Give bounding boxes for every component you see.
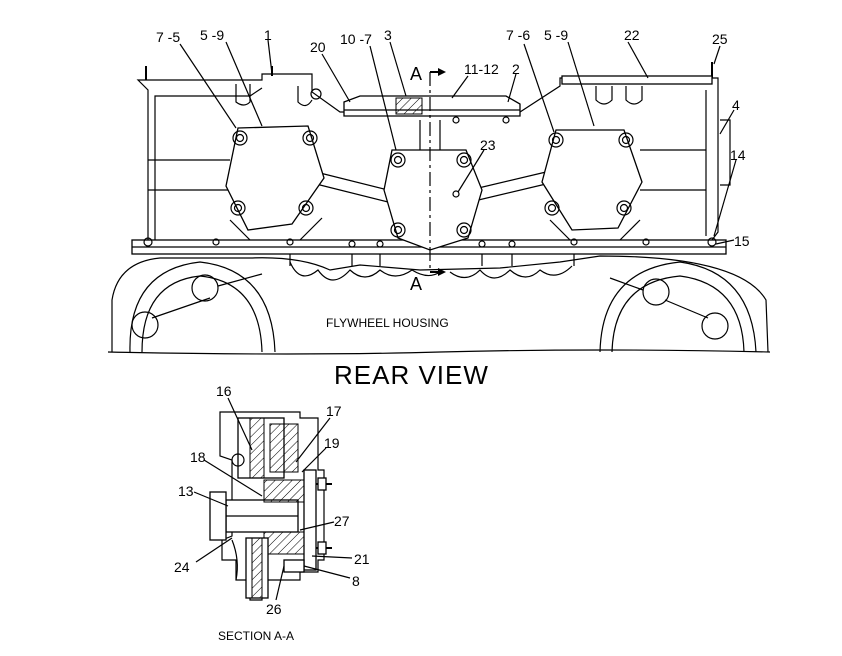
section-mark-top: A <box>410 64 423 84</box>
callout-19: 19 <box>324 435 340 451</box>
callout-4: 4 <box>732 97 740 113</box>
callout-16: 16 <box>216 383 232 399</box>
section-callouts: 16 17 19 18 13 27 24 21 8 26 SECTION A-A <box>174 383 370 643</box>
section-a-a-drawing <box>209 411 332 601</box>
left-cover-plate <box>225 125 325 231</box>
callout-5-9-left: 5 -9 <box>200 27 224 43</box>
callout-18: 18 <box>190 449 206 465</box>
center-cover-plate <box>383 149 483 251</box>
flywheel-housing-outline <box>107 255 771 355</box>
callout-14: 14 <box>730 147 746 163</box>
rear-view-drawing <box>107 39 771 355</box>
section-mark-bottom: A <box>410 274 423 294</box>
right-cover-plate <box>541 129 643 231</box>
callout-2: 2 <box>512 61 520 77</box>
callout-11-12: 11-12 <box>464 61 499 77</box>
callout-5-9-right: 5 -9 <box>544 27 568 43</box>
base-bolts <box>143 237 717 266</box>
section-line-a-a <box>429 68 446 276</box>
callout-24: 24 <box>174 559 190 575</box>
callout-21: 21 <box>354 551 370 567</box>
callout-7-5: 7 -5 <box>156 29 180 45</box>
rear-view-callouts: 7 -5 5 -9 1 20 10 -7 3 11-12 2 7 -6 5 -9… <box>156 27 750 390</box>
callout-17: 17 <box>326 403 342 419</box>
top-center-bracket <box>310 88 521 150</box>
rear-view-title: REAR VIEW <box>334 360 489 390</box>
callout-15: 15 <box>734 233 750 249</box>
gear-case-frame <box>136 62 731 241</box>
callout-1: 1 <box>264 27 272 43</box>
callout-23: 23 <box>480 137 496 153</box>
section-a-a-title: SECTION A-A <box>218 629 294 643</box>
flywheel-housing-label: FLYWHEEL HOUSING <box>326 316 449 330</box>
callout-26: 26 <box>266 601 282 617</box>
callout-22: 22 <box>624 27 640 43</box>
callout-10-7: 10 -7 <box>340 31 372 47</box>
callout-8: 8 <box>352 573 360 589</box>
top-cover-plate <box>561 75 713 85</box>
section-leaders <box>193 397 353 601</box>
callout-25: 25 <box>712 31 728 47</box>
callout-13: 13 <box>178 483 194 499</box>
callout-7-6: 7 -6 <box>506 27 530 43</box>
rear-view-leaders <box>179 39 737 245</box>
callout-20: 20 <box>310 39 326 55</box>
callout-3: 3 <box>384 27 392 43</box>
callout-27: 27 <box>334 513 350 529</box>
